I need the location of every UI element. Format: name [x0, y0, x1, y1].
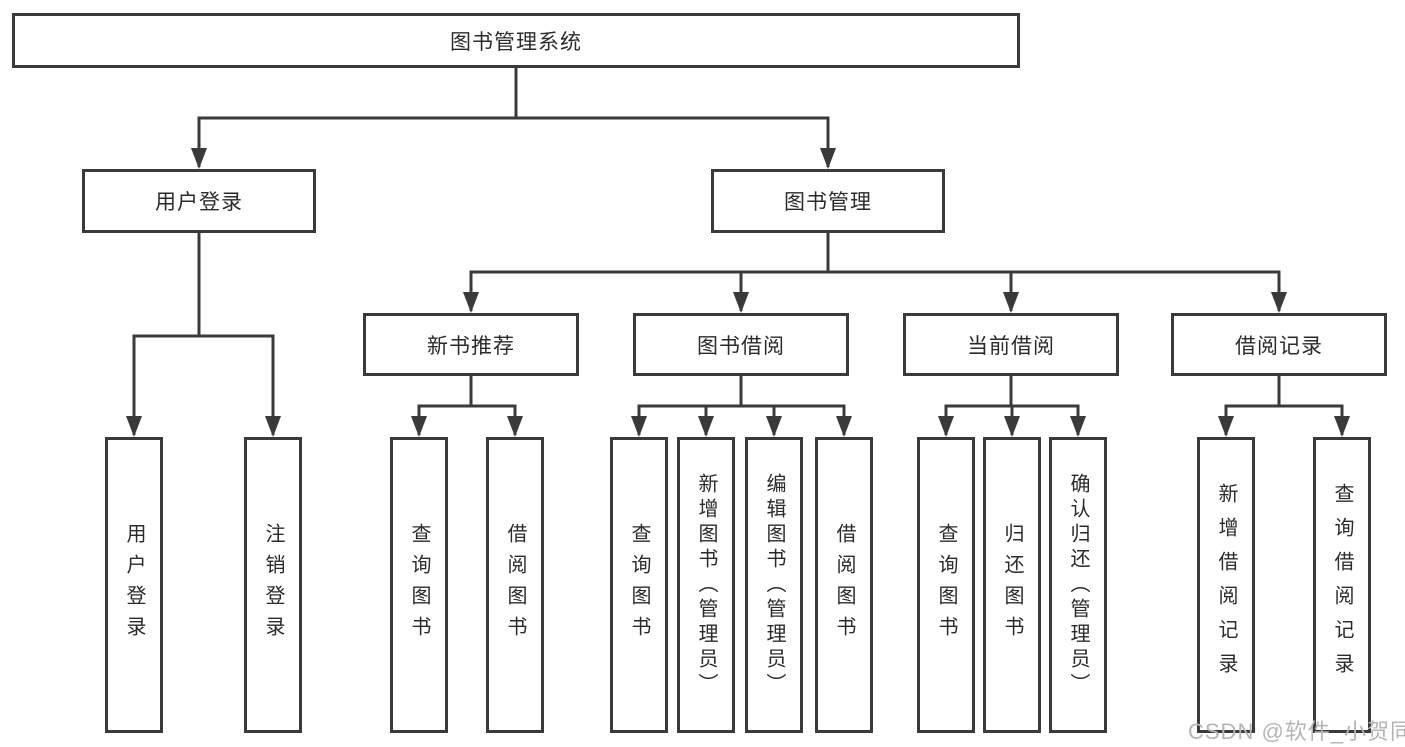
leaf-borrow-books-recommend: 借阅图书 — [486, 437, 544, 733]
node-label: 当前借阅 — [967, 334, 1055, 358]
node-label: 图书管理系统 — [450, 30, 582, 54]
leaf-query-books-recommend: 查询图书 — [390, 437, 448, 733]
leaf-confirm-return-admin: 确认归还（管理员） — [1049, 437, 1107, 733]
csdn-watermark: CSDN @软件_小贺同学 — [1188, 719, 1405, 744]
node-label: 用户登录 — [123, 523, 145, 647]
node-label: 编辑图书（管理员） — [763, 472, 785, 698]
node-label: 确认归还（管理员） — [1067, 472, 1089, 698]
arrowheads — [126, 148, 1350, 437]
node-current-borrow: 当前借阅 — [903, 313, 1119, 376]
node-label: 查询图书 — [408, 523, 430, 647]
node-label: 借阅记录 — [1235, 334, 1323, 358]
connector-root-to-level2 — [197, 68, 830, 167]
leaf-user-login: 用户登录 — [105, 437, 163, 733]
leaf-query-borrow-record: 查询借阅记录 — [1313, 437, 1371, 733]
node-label: 新增图书（管理员） — [695, 472, 717, 698]
node-label: 用户登录 — [155, 191, 243, 214]
node-label: 归还图书 — [1001, 523, 1023, 647]
leaf-borrow-books: 借阅图书 — [815, 437, 873, 733]
leaf-add-book-admin: 新增图书（管理员） — [677, 437, 735, 733]
node-label: 查询图书 — [935, 523, 957, 647]
leaf-query-books-current: 查询图书 — [917, 437, 975, 733]
node-label: 查询借阅记录 — [1331, 483, 1353, 687]
connector-newbook-to-leaves — [417, 376, 517, 435]
connector-records-to-leaves — [1224, 376, 1344, 435]
node-label: 新书推荐 — [427, 334, 515, 358]
node-label: 借阅图书 — [833, 523, 855, 647]
leaf-logout: 注销登录 — [244, 437, 302, 733]
node-user-login: 用户登录 — [82, 169, 316, 233]
node-label: 图书管理 — [784, 191, 872, 214]
leaf-query-books-borrow: 查询图书 — [610, 437, 668, 733]
node-label: 查询图书 — [628, 523, 650, 647]
node-label: 注销登录 — [262, 523, 284, 647]
leaf-return-books: 归还图书 — [983, 437, 1041, 733]
connector-bookborrow-to-leaves — [637, 376, 846, 435]
node-new-book-recommend: 新书推荐 — [363, 313, 579, 376]
node-label: 图书借阅 — [697, 334, 785, 358]
leaf-add-borrow-record: 新增借阅记录 — [1197, 437, 1255, 733]
node-label: 借阅图书 — [504, 523, 526, 647]
leaf-edit-book-admin: 编辑图书（管理员） — [745, 437, 803, 733]
node-root-library-system: 图书管理系统 — [12, 13, 1020, 68]
node-book-borrow: 图书借阅 — [633, 313, 849, 376]
node-book-management: 图书管理 — [711, 169, 945, 233]
connector-userlogin-to-leaves — [132, 233, 275, 435]
node-label: 新增借阅记录 — [1215, 483, 1237, 687]
node-borrow-records: 借阅记录 — [1171, 313, 1387, 376]
connector-bookmgmt-to-level3 — [469, 233, 1281, 311]
